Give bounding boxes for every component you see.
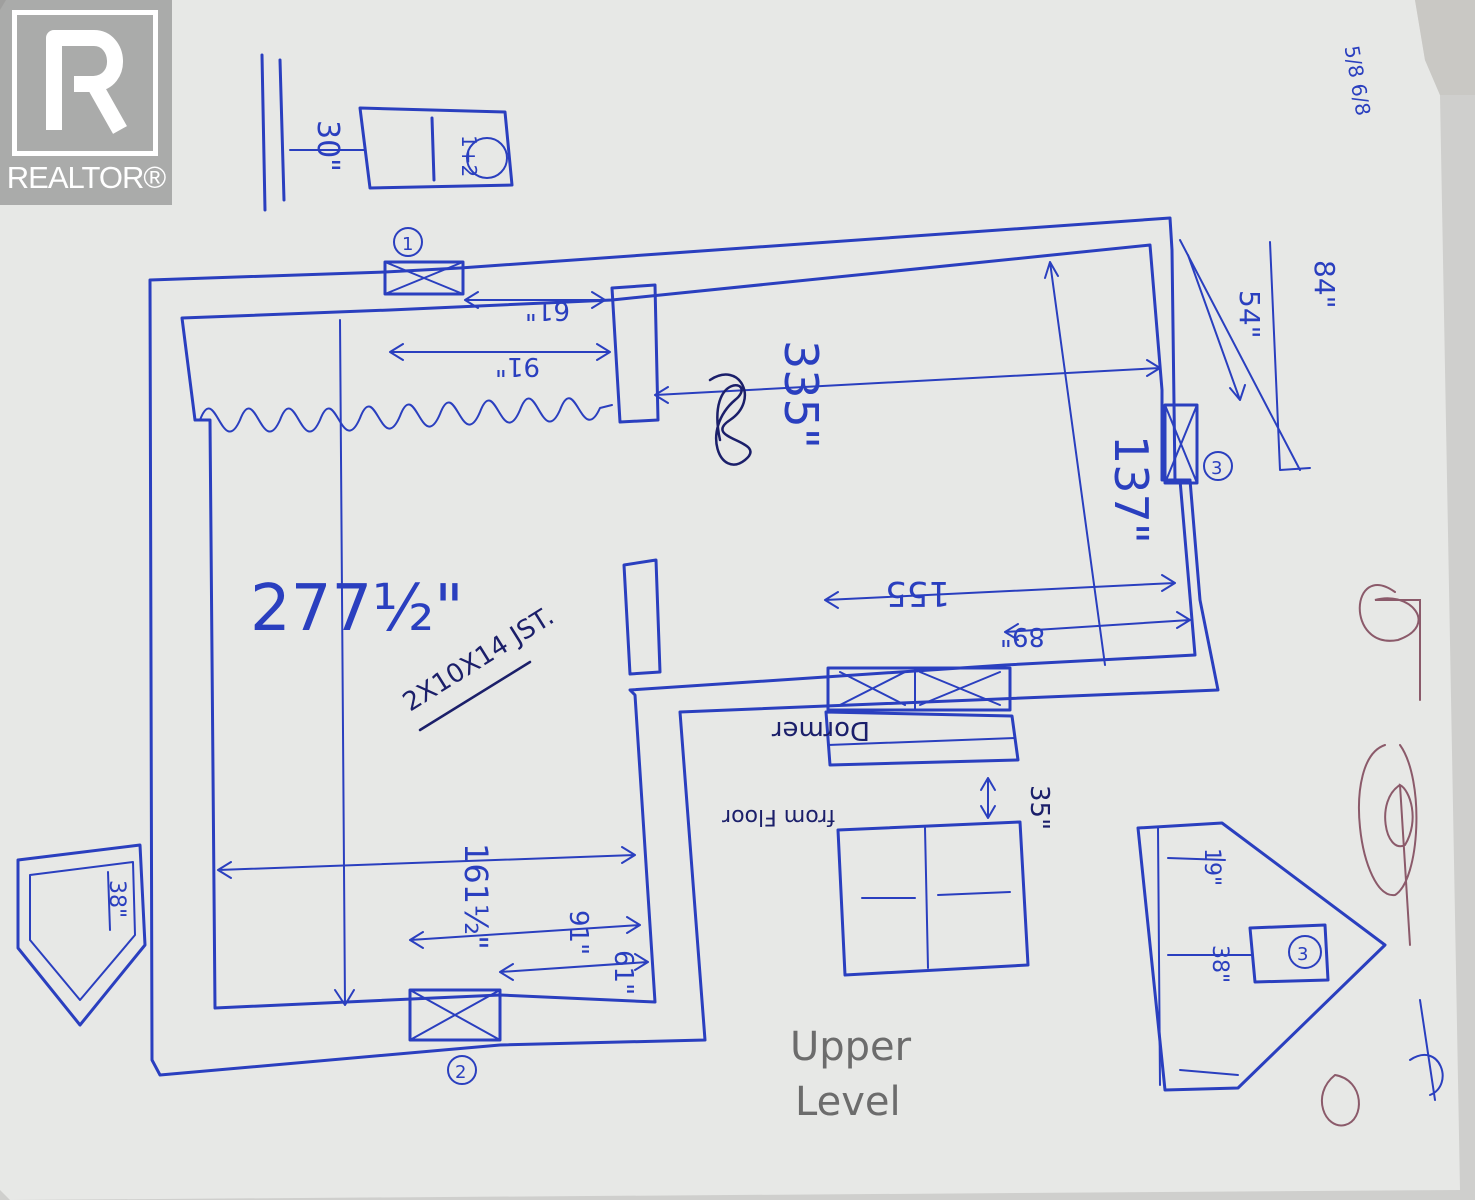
dim-61-top-label: 61" <box>525 295 570 325</box>
window-callout-1: 1 <box>402 234 413 255</box>
dormer-window <box>824 666 1020 767</box>
dim-19-label: 19" <box>1199 848 1224 886</box>
dim-155-label: 155 <box>885 573 950 613</box>
dormer-label: Dormer <box>772 715 870 745</box>
window-1-top <box>383 227 465 296</box>
window-callout-1-2: 1+2 <box>457 135 481 177</box>
window-callout-3-gable: 3 <box>1297 944 1308 965</box>
dim-91-top-label: 91" <box>495 351 540 381</box>
window-callout-3: 3 <box>1211 458 1222 479</box>
from-floor-label: from Floor <box>721 804 835 829</box>
dim-137-label: 137" <box>1104 435 1158 544</box>
dim-91-bottom-label: 91" <box>563 910 593 955</box>
scribble-correction <box>708 373 752 466</box>
realtor-logo: REALTOR® <box>0 0 172 205</box>
window-3-right <box>1163 403 1233 485</box>
upper-label: Upper <box>790 1024 912 1070</box>
window-elevation-grid <box>836 820 1030 977</box>
dim-89-label: 89" <box>1000 621 1045 651</box>
dim-38-right-label: 38" <box>1207 945 1232 983</box>
dim-54-label: 54" <box>1233 290 1266 339</box>
dim-38-left-label: 38" <box>104 880 129 918</box>
zigzag-beam <box>199 397 613 433</box>
window-2-bottom <box>408 988 502 1085</box>
dim-335-label: 335" <box>774 340 828 449</box>
dim-277-label: 277½" <box>250 572 464 646</box>
pencil-doodles <box>1320 584 1444 1127</box>
dim-61-bottom-label: 61" <box>608 950 638 995</box>
gable-elevation-left <box>16 843 147 1027</box>
window-callout-2: 2 <box>455 1062 466 1083</box>
floor-plan-outline <box>148 216 1220 1077</box>
window-elevation-1-2 <box>260 53 514 212</box>
level-label: Level <box>795 1079 901 1125</box>
dim-161-label: 161½" <box>457 843 495 950</box>
gable-elevation-right <box>1136 821 1387 1092</box>
dimension-lines <box>217 239 1311 1006</box>
dim-35-label: 35" <box>1024 785 1054 830</box>
realtor-r-logo-icon <box>12 10 158 156</box>
dim-84-label: 84" <box>1308 260 1341 309</box>
corner-note: 5/8 6/8 <box>1340 44 1376 118</box>
clearance-30-label: 30" <box>310 120 345 172</box>
realtor-logo-text: REALTOR® <box>6 160 166 195</box>
